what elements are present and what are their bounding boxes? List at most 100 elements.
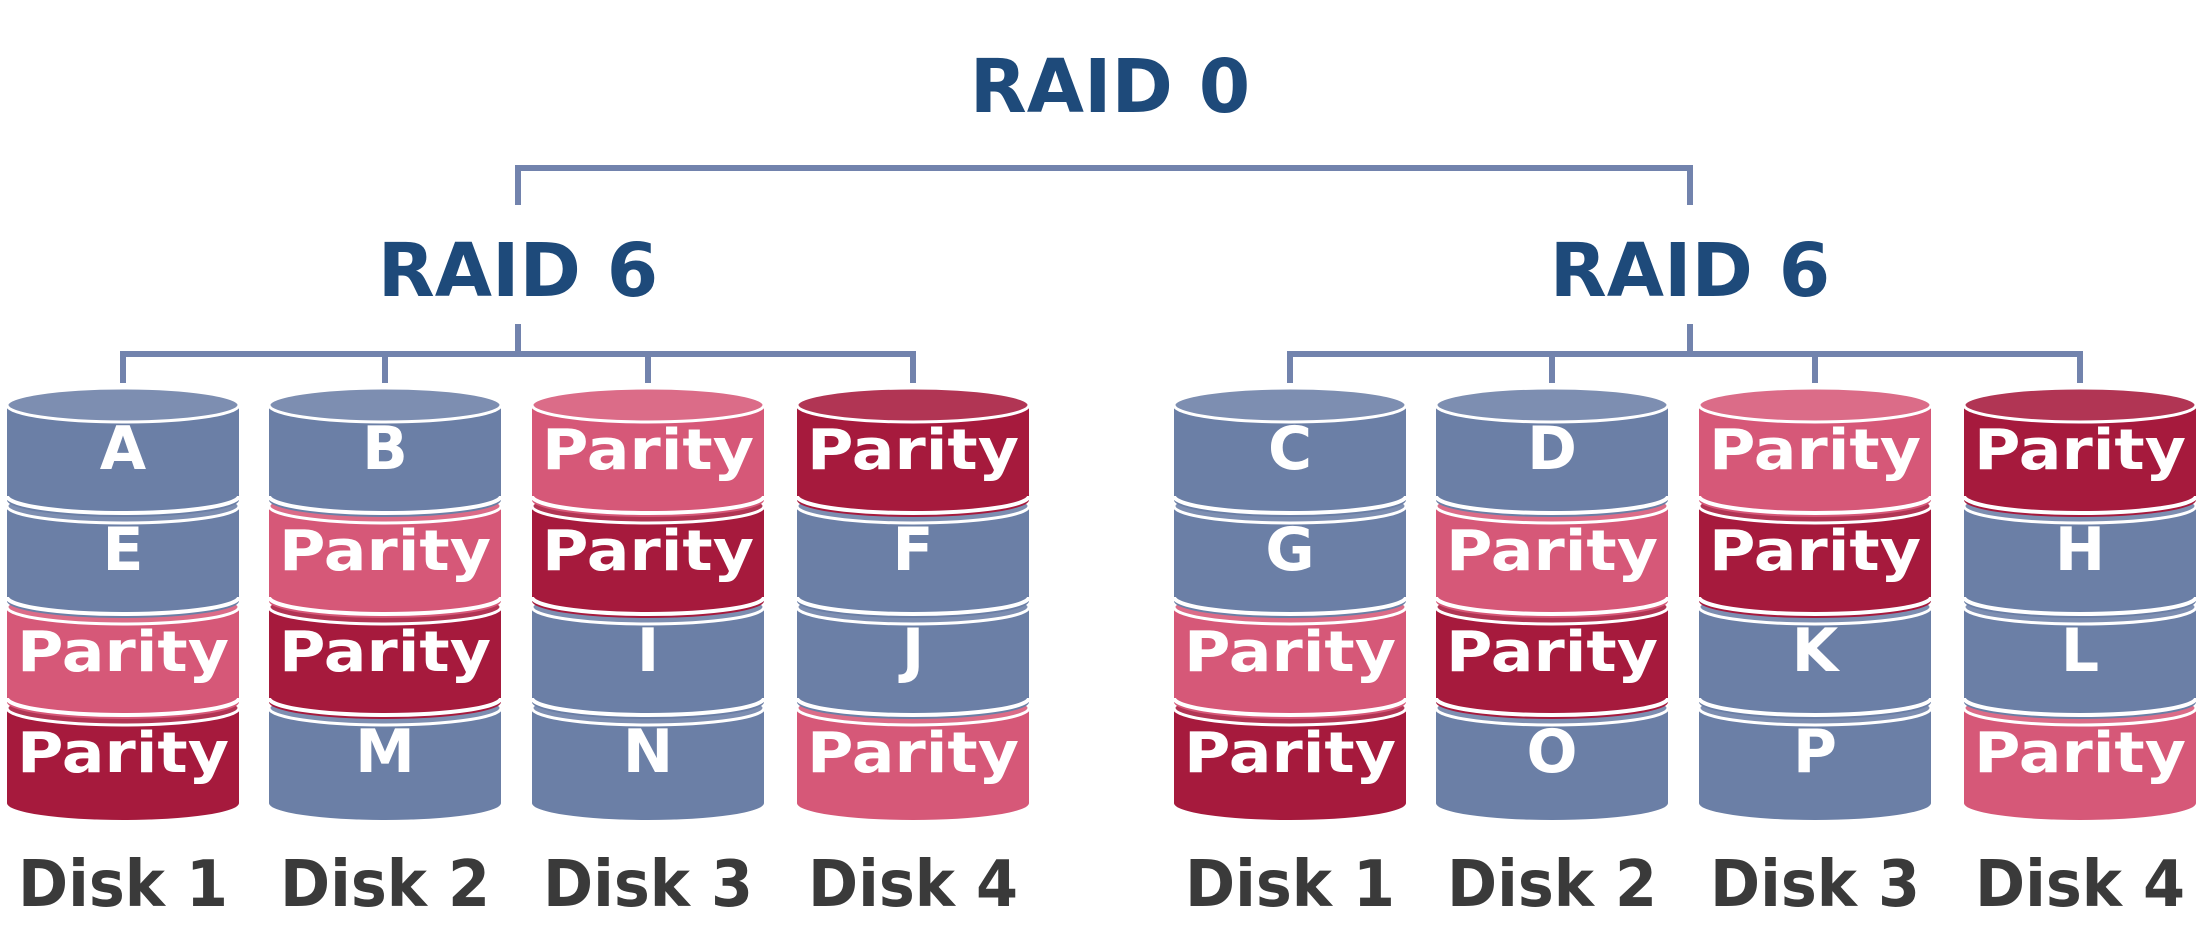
disk-block-body: [269, 506, 501, 618]
disk-block: Parity: [1962, 386, 2198, 517]
disk-block-body: [1174, 607, 1406, 719]
disk-block-separator: [5, 697, 241, 717]
disk-block-body: [269, 405, 501, 517]
disk-block-separator: [530, 495, 766, 515]
disk-block-body: [1964, 506, 2196, 618]
disk-block-separator: [530, 596, 766, 616]
raid0-connector: [515, 165, 1693, 205]
disk-block-label: Parity: [1709, 418, 1921, 483]
disk-block-label: N: [623, 717, 673, 787]
disk-label: Disk 2: [1447, 848, 1657, 922]
disk-block: C: [1172, 386, 1408, 517]
disk-block-label: Parity: [1184, 620, 1396, 685]
disk-block-separator: [5, 495, 241, 515]
disk-block-body: [532, 607, 764, 719]
disk-block-label: Parity: [1974, 721, 2186, 786]
disk-block-body: [797, 405, 1029, 517]
disk-block-body: [1174, 708, 1406, 820]
disk-block-label: H: [2055, 515, 2105, 585]
disk-block-body: [1174, 405, 1406, 517]
disk-block-body: [1699, 708, 1931, 820]
disk-block-separator: [1172, 495, 1408, 515]
disk-block-separator: [795, 697, 1031, 717]
raid6-title: RAID 6: [378, 228, 658, 314]
disk-block-label: D: [1527, 414, 1577, 484]
disk-block-separator: [267, 495, 503, 515]
disk-block-body: [532, 708, 764, 820]
disk-block-separator: [1697, 495, 1933, 515]
disk-label: Disk 4: [1975, 848, 2185, 922]
disk-label: Disk 4: [808, 848, 1018, 922]
disk-block-separator: [1172, 697, 1408, 717]
disk-block-label: Parity: [542, 418, 754, 483]
disk-block: B: [267, 386, 503, 517]
disk-block-body: [1436, 708, 1668, 820]
disk-block-body: [269, 708, 501, 820]
disk-block-separator: [1697, 697, 1933, 717]
disk-block-separator: [267, 697, 503, 717]
disk-block-label: Parity: [1446, 519, 1658, 584]
disk-block-body: [1174, 506, 1406, 618]
disk-block-body: [1436, 607, 1668, 719]
disk-block-body: [1964, 405, 2196, 517]
disk-block: A: [5, 386, 241, 517]
disk-block-separator: [795, 596, 1031, 616]
disk-block-label: Parity: [1709, 519, 1921, 584]
disk-block-separator: [795, 495, 1031, 515]
disk-block-body: [1699, 405, 1931, 517]
disk-block-label: Parity: [1446, 620, 1658, 685]
disk-label: Disk 1: [18, 848, 228, 922]
disk-block-body: [1699, 506, 1931, 618]
disk-block-top: [267, 386, 503, 424]
disk-block-label: Parity: [279, 620, 491, 685]
disk-block-separator: [267, 596, 503, 616]
disk-block-label: J: [898, 616, 924, 686]
disk-block-separator: [1962, 596, 2198, 616]
disk-block-label: E: [103, 515, 144, 585]
disk-block-separator: [530, 697, 766, 717]
disk-block-label: I: [637, 616, 659, 686]
disk-block-body: [1964, 708, 2196, 820]
disk-block-top: [1962, 386, 2198, 424]
disk-block-body: [1699, 607, 1931, 719]
disk-block-top: [5, 386, 241, 424]
disk-block-body: [7, 607, 239, 719]
disk-block-label: P: [1793, 717, 1837, 787]
disk-block-body: [532, 506, 764, 618]
raid6-connector: [120, 324, 916, 383]
disk-block-label: Parity: [1974, 418, 2186, 483]
disk-block-body: [1964, 607, 2196, 719]
disk-block-body: [797, 607, 1029, 719]
disk-block: Parity: [1697, 386, 1933, 517]
disk-block-label: L: [2061, 616, 2099, 686]
disk-block-label: Parity: [17, 721, 229, 786]
disk-block-body: [797, 506, 1029, 618]
disk-block-label: Parity: [279, 519, 491, 584]
disk-label: Disk 3: [543, 848, 753, 922]
disk-block-separator: [1172, 596, 1408, 616]
disk-block-separator: [1697, 596, 1933, 616]
disk-block-top: [530, 386, 766, 424]
disk-block-label: O: [1526, 717, 1577, 787]
disk-label: Disk 1: [1185, 848, 1395, 922]
raid6-title: RAID 6: [1550, 228, 1830, 314]
disk-label: Disk 2: [280, 848, 490, 922]
disk-block-body: [797, 708, 1029, 820]
disk-block-label: G: [1265, 515, 1314, 585]
raid6-connector: [1287, 324, 2083, 383]
disk-block-label: Parity: [17, 620, 229, 685]
disk-block-label: B: [362, 414, 408, 484]
disk-block-body: [7, 708, 239, 820]
disk-block-top: [1172, 386, 1408, 424]
disk-block-separator: [5, 596, 241, 616]
disk-label: Disk 3: [1710, 848, 1920, 922]
